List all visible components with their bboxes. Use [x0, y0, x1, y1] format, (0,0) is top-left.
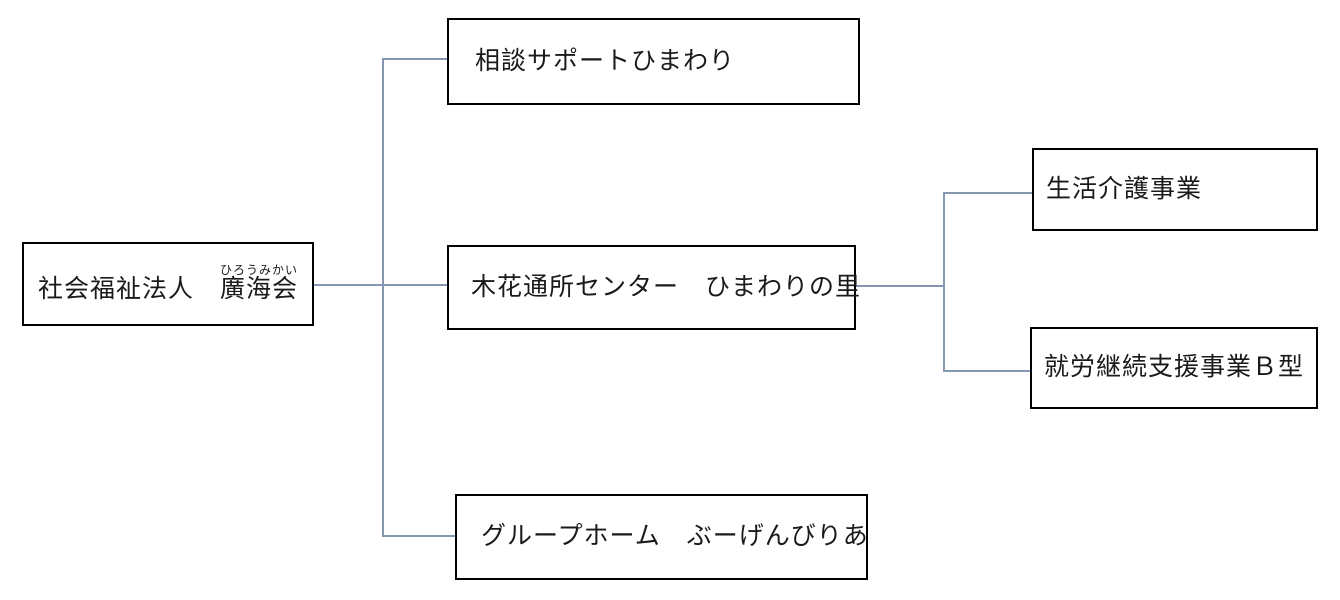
connector-to-service-life-care — [943, 192, 1032, 194]
connector-day-center-to-services — [856, 285, 945, 287]
root-org-furigana: ひろうみかい — [220, 263, 299, 277]
branch-box-day-center: 木花通所センター ひまわりの里 — [447, 245, 860, 330]
service-box-life-care: 生活介護事業 — [1032, 148, 1318, 231]
connector-to-service-employment-b — [943, 370, 1030, 372]
root-org-label: 社会福祉法人 廣海会ひろうみかい — [38, 263, 298, 305]
root-org-box: 社会福祉法人 廣海会ひろうみかい — [22, 242, 314, 326]
service-label: 生活介護事業 — [1046, 175, 1203, 203]
connector-to-branch-group-home — [382, 535, 455, 537]
root-org-name: 廣海会 — [220, 276, 299, 303]
root-org-name-ruby: 廣海会ひろうみかい — [220, 263, 299, 303]
connector-services-vertical — [943, 192, 945, 372]
connector-root-to-trunk — [314, 284, 447, 286]
branch-label: 木花通所センター ひまわりの里 — [471, 273, 862, 301]
connector-trunk-vertical — [382, 58, 384, 537]
connector-to-branch-consultation — [382, 58, 447, 60]
service-box-employment-support-b: 就労継続支援事業Ｂ型 — [1030, 327, 1318, 409]
branch-box-consultation-support: 相談サポートひまわり — [447, 18, 860, 105]
branch-label: グループホーム ぶーげんびりあ — [481, 523, 869, 550]
root-org-prefix: 社会福祉法人 — [38, 276, 221, 303]
branch-box-group-home: グループホーム ぶーげんびりあ — [455, 494, 868, 580]
branch-label: 相談サポートひまわり — [475, 47, 736, 75]
service-label: 就労継続支援事業Ｂ型 — [1044, 354, 1305, 381]
